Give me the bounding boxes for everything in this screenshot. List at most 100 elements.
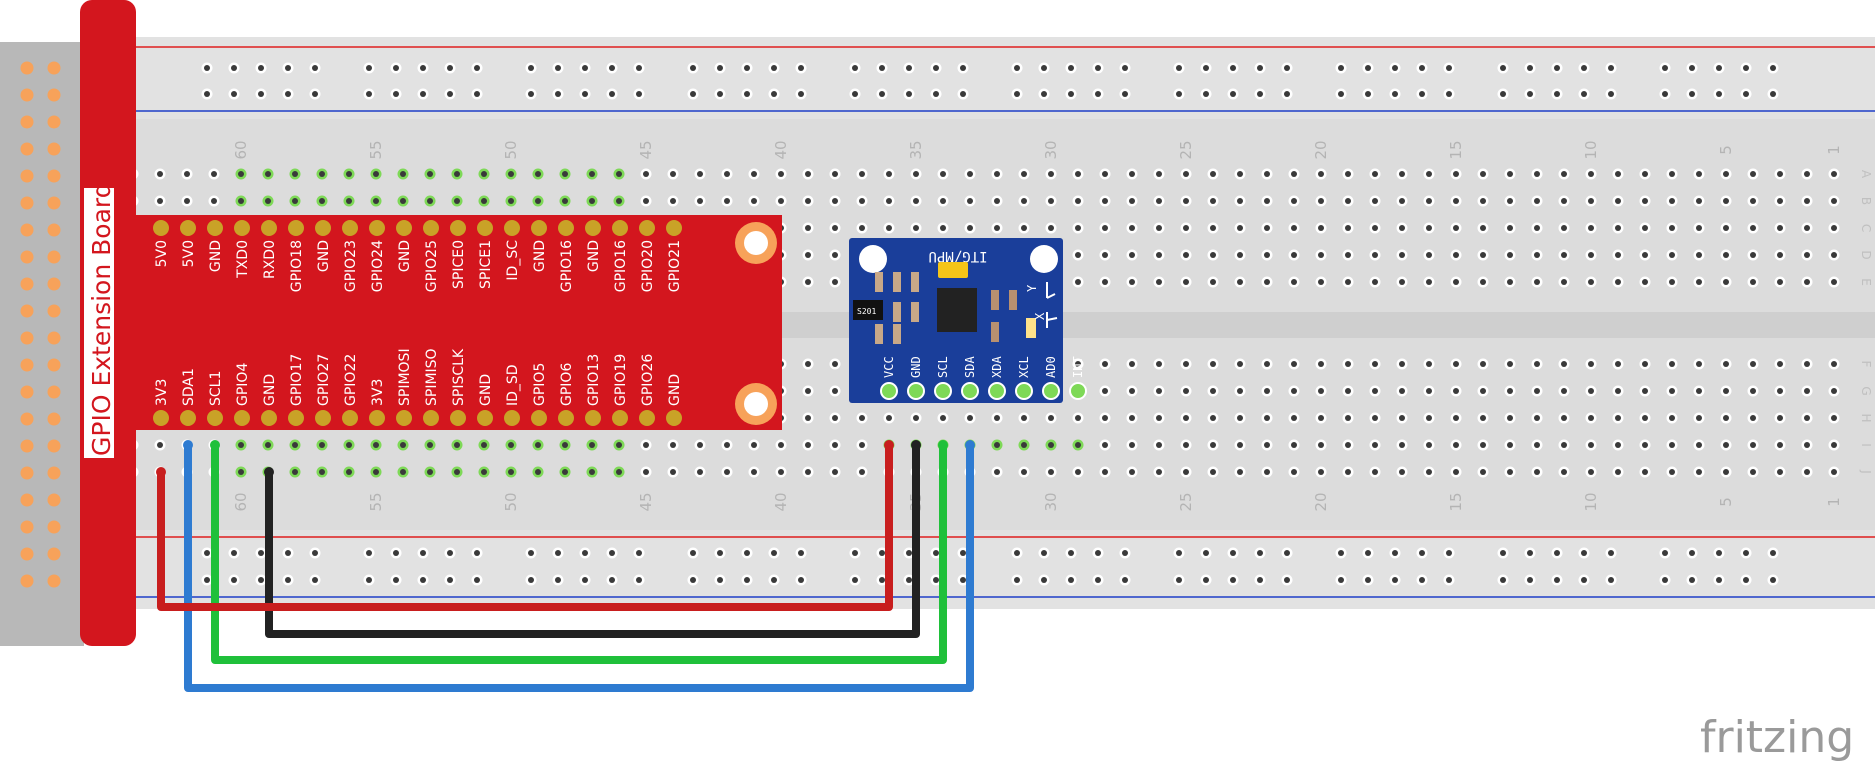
breadboard-hole-center [1723,388,1729,394]
ext-pad-bottom [531,410,547,426]
rail-hole-center [1662,550,1668,556]
breadboard-hole-center [1750,415,1756,421]
breadboard-hole-center [1237,198,1243,204]
module-pin [1042,382,1060,400]
breadboard-hole-center [1345,361,1351,367]
breadboard-hole-center [1129,225,1135,231]
breadboard-hole-center [373,198,379,204]
column-number: 35 [907,140,925,159]
ext-pad-bottom [423,410,439,426]
breadboard-hole-center [238,198,244,204]
breadboard-hole-center [1723,415,1729,421]
rail-hole-center [717,577,723,583]
rail-hole-center [636,550,642,556]
breadboard-hole-center [589,442,595,448]
breadboard-hole-center [1696,388,1702,394]
breadboard-hole-center [886,225,892,231]
rail-hole-center [636,65,642,71]
rail-hole-center [1581,577,1587,583]
ext-pin-label-top: GND [208,240,224,272]
rail-hole-center [258,91,264,97]
breadboard-hole-center [1669,279,1675,285]
breadboard-hole-center [1669,252,1675,258]
breadboard-hole-center [1480,415,1486,421]
breadboard-hole-center [535,198,541,204]
header-pin [20,142,34,156]
ext-pin-label-bottom: 3V3 [154,379,170,406]
header-pin [47,574,61,588]
ext-pad-bottom [477,410,493,426]
breadboard-hole-center [1210,442,1216,448]
rail-hole-center [744,577,750,583]
rail-hole-center [1122,550,1128,556]
breadboard-hole-center [1426,361,1432,367]
rail-hole-center [1203,65,1209,71]
ext-pin-label-bottom: GPIO19 [613,354,629,406]
ext-pin-label-top: GND [532,240,548,272]
rail-hole-center [906,65,912,71]
header-pin [20,574,34,588]
breadboard-hole-center [994,415,1000,421]
module-title: ITG/MPU [928,248,987,264]
jumper-wire [265,445,920,638]
breadboard-hole-center [1507,252,1513,258]
breadboard-hole-center [1534,198,1540,204]
header-pin [47,61,61,75]
breadboard-hole-center [940,171,946,177]
module-pin-label: INT [1071,356,1085,378]
breadboard-hole-center [1615,225,1621,231]
smd-resistor [893,302,901,322]
ext-pad-bottom [180,410,196,426]
breadboard-hole-center [940,225,946,231]
rail-hole-center [1365,577,1371,583]
ext-pin-label-top: GPIO21 [667,240,683,292]
breadboard-hole-center [1426,171,1432,177]
ext-pad-bottom [585,410,601,426]
breadboard-hole-center [859,415,865,421]
breadboard-hole-center [832,225,838,231]
breadboard-hole-center [643,442,649,448]
rail-hole-center [393,91,399,97]
breadboard-hole-center [292,198,298,204]
breadboard-hole-center [1534,388,1540,394]
module-chip-label: S201 [857,307,876,316]
column-number: 45 [637,140,655,159]
jumper-wire [184,445,974,692]
mount-hole-bottom-inner [744,392,768,416]
breadboard-hole-center [643,171,649,177]
breadboard-hole-center [1453,279,1459,285]
rail-hole-center [1716,550,1722,556]
rail-hole-center [1338,91,1344,97]
module-pin-label: SDA [963,356,977,378]
breadboard-hole-center [913,171,919,177]
breadboard-hole-center [1669,415,1675,421]
breadboard-rail-bottom [105,530,1875,609]
breadboard-holes [127,62,1840,586]
ext-pin-label-top: GPIO23 [343,240,359,292]
ext-pad-bottom [342,410,358,426]
breadboard-hole-center [1777,279,1783,285]
breadboard-hole-center [1075,279,1081,285]
breadboard-hole-center [1318,225,1324,231]
breadboard-hole-center [1642,415,1648,421]
rail-hole-center [1284,91,1290,97]
fritzing-logo: fritzing [1700,712,1854,763]
breadboard-hole-center [1345,469,1351,475]
rail-hole-center [258,550,264,556]
breadboard-hole-center [535,171,541,177]
breadboard-hole-center [1777,198,1783,204]
breadboard-hole-center [211,171,217,177]
rail-hole-center [1554,577,1560,583]
breadboard-hole-center [1804,469,1810,475]
column-number: 50 [502,492,520,511]
rail-hole-center [366,550,372,556]
module-mount-hole-left [859,245,887,273]
breadboard-hole-center [1480,198,1486,204]
breadboard-hole-center [778,469,784,475]
breadboard-hole-center [400,171,406,177]
breadboard-hole-center [1102,225,1108,231]
module-pin [907,382,925,400]
rail-hole-center [1689,65,1695,71]
rail-hole-center [1095,65,1101,71]
breadboard-hole-center [319,469,325,475]
